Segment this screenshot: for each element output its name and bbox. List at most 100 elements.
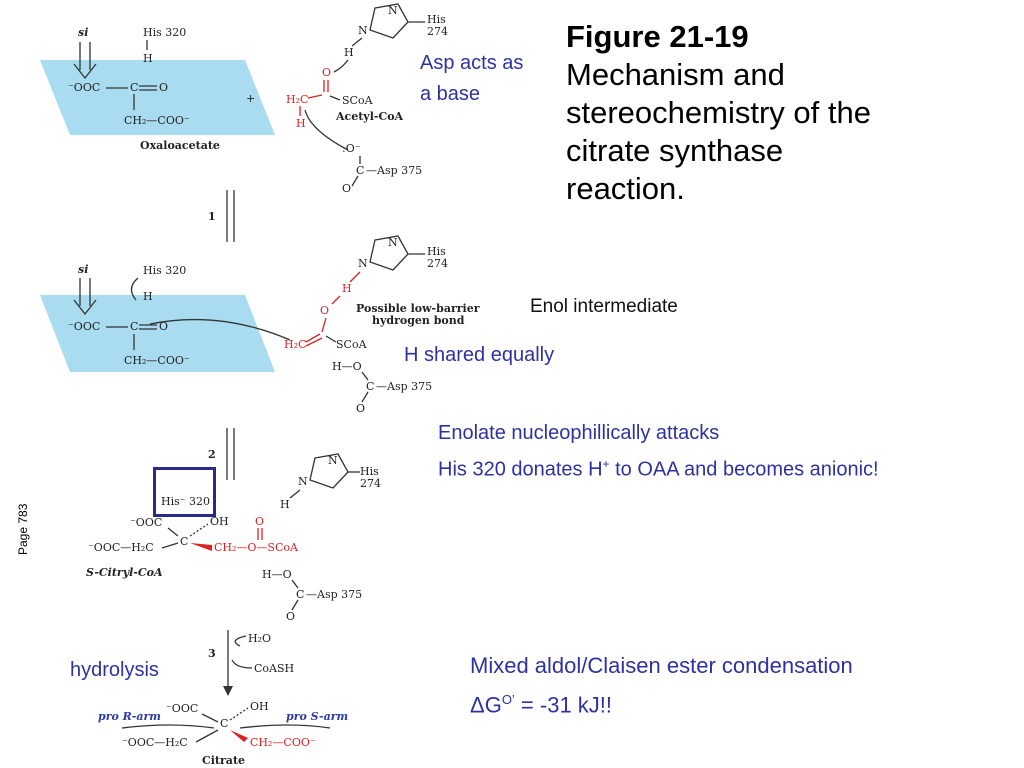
ooc-h2c-4: ⁻OOC—H₂C <box>122 736 188 749</box>
wedge-bond-4 <box>230 730 248 742</box>
h2o-in-arrow <box>234 635 247 647</box>
his-minus-label: His⁻ 320 <box>161 495 210 508</box>
note-delta-g: ΔGO’ = -31 kJ!! <box>470 684 612 720</box>
h2c-2: H₂C <box>284 338 306 351</box>
note-enol: Enol intermediate <box>530 296 678 317</box>
ch2-4: CH₂—COO⁻ <box>250 736 316 749</box>
bond-c-oh-3 <box>189 523 209 537</box>
bond-o-c-asp3 <box>291 579 299 589</box>
n-h-bond-2 <box>349 271 361 283</box>
bond-h2c-c-3 <box>161 542 179 549</box>
coash-label: CoASH <box>254 662 294 675</box>
arrow-h-o-1 <box>333 59 349 73</box>
si-label-2: si <box>78 263 88 276</box>
bond-c-scoa-2 <box>325 335 337 343</box>
ring-n-2a: N <box>358 257 368 270</box>
c-3: C <box>180 535 188 548</box>
ooc-2: ⁻OOC <box>68 320 100 333</box>
plus-sign: + <box>246 92 255 105</box>
c-asp-3: C <box>296 588 304 601</box>
coash-out-arrow <box>231 659 253 669</box>
bond-o-c-asp2 <box>361 371 369 381</box>
h-o-asp-3: H—O <box>262 568 292 581</box>
o-asp-3: O <box>286 610 295 623</box>
n-h-bond-1 <box>351 37 363 47</box>
arrow-asp-h-1 <box>304 109 349 151</box>
c-asp-1: C <box>356 164 364 177</box>
ooc-4: ⁻OOC <box>166 702 198 715</box>
ooc-h2c-3: ⁻OOC—H₂C <box>88 541 154 554</box>
imidazole-ring-3 <box>309 453 349 489</box>
step2-label: 2 <box>208 448 216 461</box>
o-acetyl: O <box>322 66 331 79</box>
note-dg-post: = -31 kJ!! <box>514 692 613 718</box>
scoa-2: SCoA <box>336 338 368 351</box>
figure-number: Figure 21-19 <box>566 19 749 54</box>
n-h-bond-3 <box>289 489 301 499</box>
o-carbonyl-3: O <box>255 515 264 528</box>
asp375-1: —Asp 375 <box>366 164 422 177</box>
ooc-1: ⁻OOC <box>68 81 100 94</box>
note-h-shared: H shared equally <box>404 344 555 366</box>
his274-label-3b: 274 <box>360 477 381 490</box>
note-asp-base: Asp acts as a base <box>420 52 524 105</box>
ring-n-1a: N <box>358 24 368 37</box>
h-red-1: H <box>296 117 306 130</box>
o-asp-1: O <box>342 182 351 195</box>
mechanism-diagram: si His 320 H ⁻OOC C O CH₂—COO⁻ Oxaloacet… <box>40 3 480 767</box>
arrow-enol-attack <box>149 318 291 341</box>
note-enolate-2-sup: + <box>602 457 610 471</box>
bond-c-oh-4 <box>229 707 249 721</box>
note-enolate-2-post: to OAA and becomes anionic! <box>609 458 879 481</box>
h-274-3: H <box>280 498 290 511</box>
bond-h2c-c-2a <box>305 333 321 343</box>
enzyme-plane-1 <box>40 60 275 135</box>
h2c-1: H₂C <box>286 93 308 106</box>
oh-3: OH <box>210 515 229 528</box>
note-enolate-1: Enolate nucleophillically attacks <box>438 422 720 444</box>
s-citryl-label: S-Citryl-CoA <box>86 566 163 579</box>
bond-ooc-c-4 <box>201 713 219 723</box>
imidazole-ring-2 <box>369 235 409 271</box>
his274-label-3a: His <box>360 465 379 478</box>
bond-c-o-asp1a <box>351 175 359 187</box>
ch2-o-scoa: CH₂—O—SCoA <box>214 541 299 554</box>
his320-h-2: H <box>143 290 153 303</box>
c-4: C <box>220 717 228 730</box>
c-2: C <box>130 320 138 333</box>
pro-s-brace <box>239 724 331 729</box>
acetylcoa-label: Acetyl-CoA <box>335 110 404 123</box>
h-o-asp-2: H—O <box>332 360 362 373</box>
his320-label-2: His 320 <box>143 264 186 277</box>
o-1: O <box>159 81 168 94</box>
arrow-his320-2 <box>130 277 139 301</box>
si-arrow-1 <box>73 42 97 80</box>
citrate-label: Citrate <box>202 754 245 767</box>
his274-label-1b: 274 <box>427 25 448 38</box>
bond-h2c-c <box>307 94 323 99</box>
o-2: O <box>159 320 168 333</box>
title-block: Figure 21-19 Mechanism and stereochemist… <box>566 18 1006 208</box>
bond-o-c-enol <box>321 317 327 333</box>
bond-c-scoa-1 <box>329 95 341 101</box>
h-274-2: H <box>342 282 352 295</box>
ring-n-1b: N <box>388 4 398 17</box>
note-enolate-2-pre: His 320 donates H <box>438 458 603 481</box>
bond-c-o-asp2 <box>361 391 369 403</box>
his320-highlight-box <box>153 467 216 517</box>
asp375-3: —Asp 375 <box>306 588 362 601</box>
wedge-bond-3 <box>190 543 212 551</box>
ring-n-2b: N <box>388 236 398 249</box>
step1-label: 1 <box>208 210 216 223</box>
his274-label-2b: 274 <box>427 257 448 270</box>
oxaloacetate-label: Oxaloacetate <box>140 139 220 152</box>
pro-r-label: pro R-arm <box>98 710 161 723</box>
ring-n-3b: N <box>328 454 338 467</box>
si-label-1: si <box>78 26 88 39</box>
o-minus-1: :O⁻ <box>342 142 361 155</box>
note-dg-sup: O’ <box>501 692 515 707</box>
his320-h-1: H <box>143 52 153 65</box>
scoa-1: SCoA <box>342 94 374 107</box>
pro-s-label: pro S-arm <box>286 710 348 723</box>
